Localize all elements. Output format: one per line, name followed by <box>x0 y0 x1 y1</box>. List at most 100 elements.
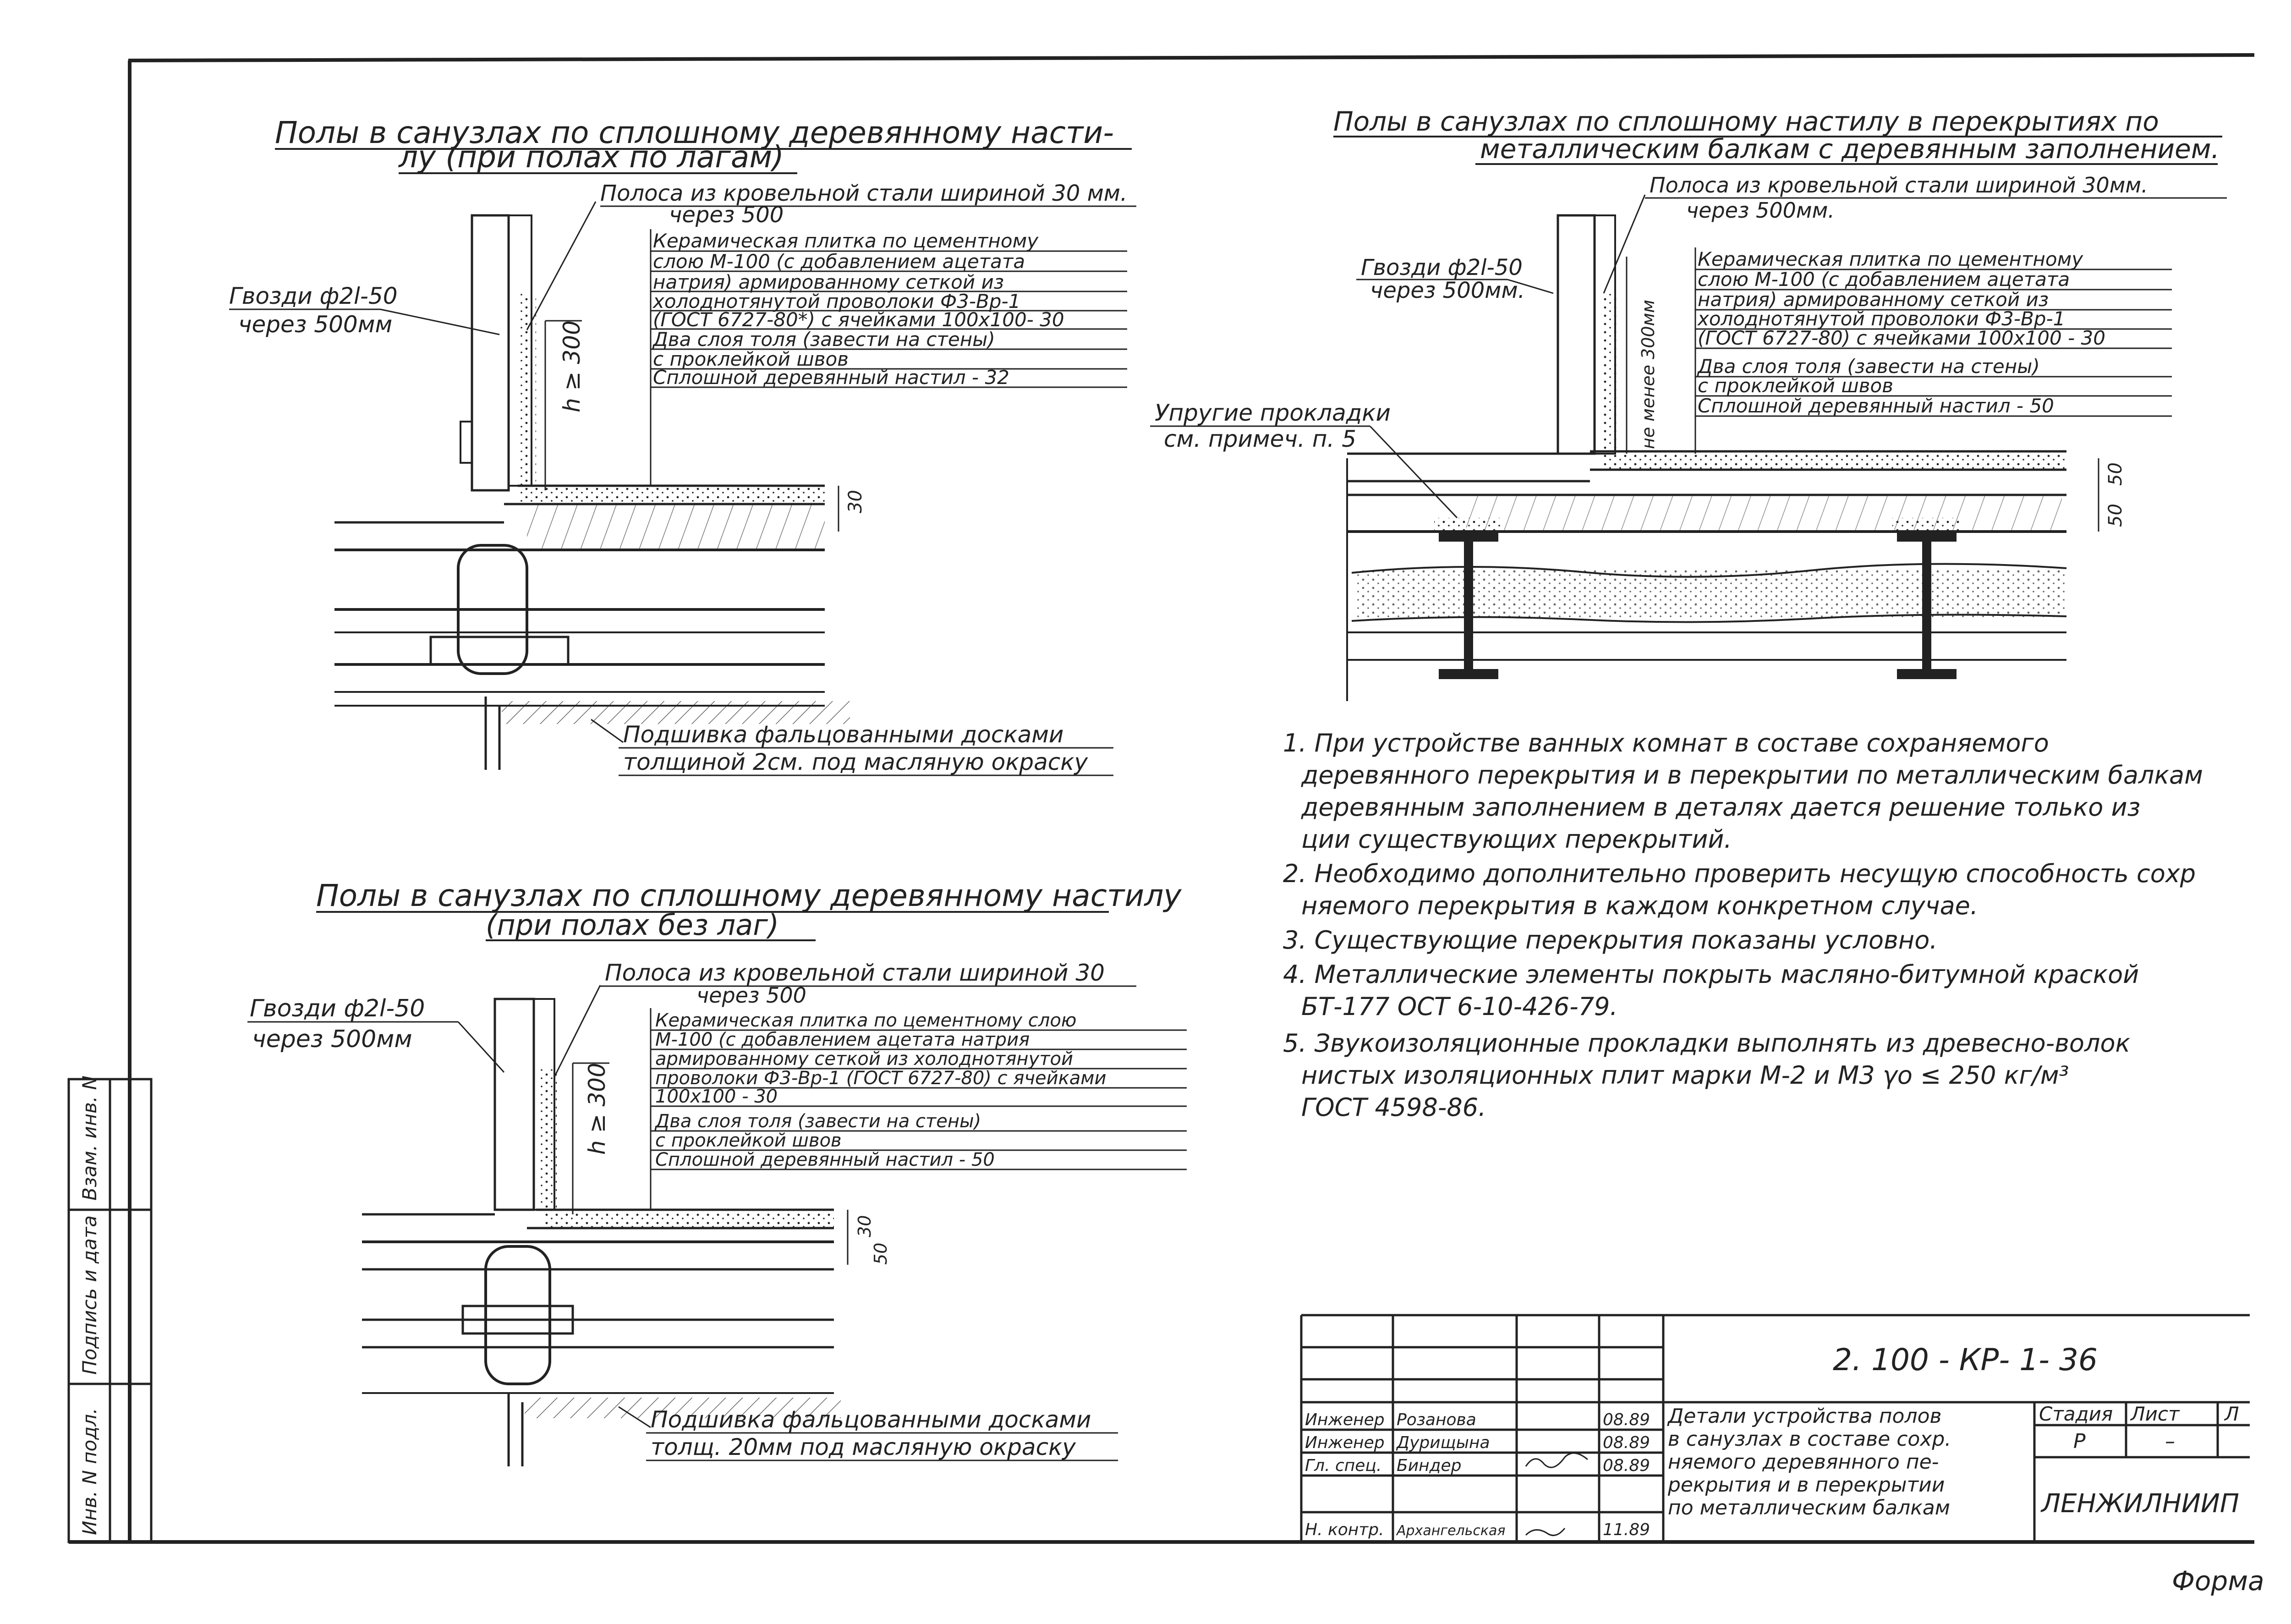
date: 11.89 <box>1603 1520 1650 1539</box>
name: Архангельская <box>1396 1523 1505 1539</box>
detail1-ceiling-1: Подшивка фальцованными досками <box>623 721 1063 748</box>
detail1-layer: Керамическая плитка по цементному <box>653 230 1039 252</box>
name: Биндер <box>1397 1456 1462 1475</box>
note-line: деревянным заполнением в деталях дается … <box>1301 793 2140 822</box>
role: Н. контр. <box>1305 1520 1384 1539</box>
detail2-layer: с проклейкой швов <box>1698 374 1893 397</box>
name: Розанова <box>1397 1410 1476 1429</box>
detail1-layer: Сплошной деревянный настил - 32 <box>653 366 1009 389</box>
detail1-dim-h: h ≥ 300 <box>559 320 585 412</box>
detail1-layer: Два слоя толя (завести на стены) <box>652 328 995 351</box>
detail2-layer: Сплошной деревянный настил - 50 <box>1698 395 2054 417</box>
detail2-title-line2: металлическим балкам с деревянным заполн… <box>1480 133 2220 165</box>
detail3-ceiling-2: толщ. 20мм под масляную окраску <box>651 1434 1076 1460</box>
detail1-dim-30: 30 <box>845 490 866 513</box>
detail1-title-line1: Полы в санузлах по сплошному деревянному… <box>275 115 1114 150</box>
drawing-title: Детали устройства полов в санузлах в сос… <box>1667 1405 1951 1520</box>
stamp-inv-orig: Инв. N подл. <box>78 1408 101 1536</box>
detail2-strip-note-1: Полоса из кровельной стали шириной 30мм. <box>1650 173 2148 198</box>
title-block: 2. 100 - КР- 1- 36 Стадия Лист Л Р – ЛЕН… <box>1300 1314 2264 1597</box>
col-stage: Стадия <box>2039 1403 2113 1425</box>
detail3-layer: с проклейкой швов <box>655 1130 842 1151</box>
detail1-layer: с проклейкой швов <box>653 348 849 370</box>
sheet-value: – <box>2165 1430 2175 1453</box>
role: Инженер <box>1305 1410 1385 1429</box>
detail2-nails-1: Гвозди ф2l-50 <box>1361 255 1523 280</box>
detail2-pads-2: см. примеч. п. 5 <box>1164 426 1356 452</box>
note-line: 1. При устройстве ванных комнат в состав… <box>1283 729 2049 757</box>
detail3-nails-1: Гвозди ф2l-50 <box>250 995 425 1022</box>
note-line: нистых изоляционных плит марки М-2 и М3 … <box>1301 1061 2069 1090</box>
note-line: деревянного перекрытия и в перекрытии по… <box>1301 761 2203 790</box>
note-line: ции существующих перекрытий. <box>1301 825 1732 854</box>
detail2-dim-50b: 50 <box>2105 504 2126 527</box>
drawing-title-line: Детали устройства полов <box>1667 1405 1941 1428</box>
organization: ЛЕНЖИЛНИИП <box>2040 1489 2239 1519</box>
stamp-sign-date: Подпись и дата <box>78 1215 101 1375</box>
detail1-strip-note-1: Полоса из кровельной стали шириной 30 мм… <box>600 181 1127 206</box>
stamp-inv-repl: Взам. инв. N <box>78 1075 101 1201</box>
detail3-layer: М-100 (с добавлением ацетата натрия <box>655 1029 1030 1050</box>
date: 08.89 <box>1603 1410 1650 1429</box>
note-line: няемого перекрытия в каждом конкретном с… <box>1301 891 1978 920</box>
detail3-title-line2: (при полах без лаг) <box>486 908 779 942</box>
detail2-dim-min: не менее 300мм <box>1638 300 1658 449</box>
signature-rows: Инженер Розанова 08.89 Инженер Дурищына … <box>1305 1410 1650 1539</box>
side-stamp: Инв. N подл. Подпись и дата Взам. инв. N <box>67 1075 153 1543</box>
signature-mark <box>1525 1528 1566 1536</box>
drawing-title-line: по металлическим балкам <box>1668 1496 1950 1520</box>
note-line: 4. Металлические элементы покрыть маслян… <box>1283 960 2139 989</box>
col-sheets: Л <box>2224 1403 2239 1425</box>
note-line: ГОСТ 4598-86. <box>1301 1093 1486 1122</box>
detail3-layer-callouts: Керамическая плитка по цементному слою М… <box>654 1010 1106 1170</box>
detail2-strip-note-2: через 500мм. <box>1686 198 1835 223</box>
drawing-title-line: в санузлах в составе сохр. <box>1668 1427 1951 1451</box>
detail-2: Полы в санузлах по сплошному настилу в п… <box>1150 106 2227 701</box>
detail2-layer: слою М-100 (с добавлением ацетата <box>1698 268 2070 291</box>
detail1-ceiling-2: толщиной 2см. под масляную окраску <box>623 749 1088 775</box>
detail3-layer: Два слоя толя (завести на стены) <box>654 1111 981 1132</box>
detail3-layer: 100х100 - 30 <box>655 1086 778 1107</box>
detail1-layer: слою М-100 (с добавлением ацетата <box>653 250 1025 273</box>
detail2-dim-50a: 50 <box>2105 462 2126 486</box>
detail1-title-line2: лу (при полах по лагам) <box>398 139 784 175</box>
sheet-border <box>69 53 2255 1544</box>
detail3-dim-50: 50 <box>871 1243 891 1265</box>
drawing-title-line: няемого деревянного пе- <box>1668 1450 1939 1474</box>
drawing-number: 2. 100 - КР- 1- 36 <box>1833 1342 2098 1377</box>
note-line: БТ-177 ОСТ 6-10-426-79. <box>1301 992 1618 1021</box>
detail-3: Полы в санузлах по сплошному деревянному… <box>247 878 1187 1466</box>
note-line: 2. Необходимо дополнительно проверить не… <box>1283 859 2196 888</box>
detail-1: Полы в санузлах по сплошному деревянному… <box>229 115 1136 776</box>
detail3-ceiling-1: Подшивка фальцованными досками <box>651 1406 1091 1433</box>
format-label: Форма <box>2172 1565 2264 1597</box>
detail2-pads-1: Упругие прокладки <box>1155 400 1391 426</box>
detail2-nails-2: через 500мм. <box>1370 278 1525 303</box>
detail1-layer: холоднотянутой проволоки Ф3-Вр-1 <box>652 290 1020 313</box>
detail3-layer: Сплошной деревянный настил - 50 <box>655 1149 995 1170</box>
detail3-strip-note-2: через 500 <box>696 983 806 1008</box>
date: 08.89 <box>1603 1433 1650 1452</box>
detail2-layer: Керамическая плитка по цементному <box>1698 248 2083 270</box>
detail2-layer: Два слоя толя (завести на стены) <box>1697 355 2040 378</box>
notes: 1. При устройстве ванных комнат в состав… <box>1283 729 2203 1122</box>
role: Инженер <box>1305 1433 1385 1452</box>
detail1-layer-callouts: Керамическая плитка по цементному слою М… <box>652 230 1064 389</box>
name: Дурищына <box>1396 1433 1490 1452</box>
role: Гл. спец. <box>1305 1456 1381 1475</box>
detail1-nails-2: через 500мм <box>238 311 392 338</box>
detail1-layer: натрия) армированному сеткой из <box>653 271 1004 293</box>
detail3-dim-30: 30 <box>855 1215 875 1237</box>
note-line: 5. Звукоизоляционные прокладки выполнять… <box>1283 1029 2131 1058</box>
detail1-strip-note-2: через 500 <box>669 202 784 228</box>
detail2-layer: (ГОСТ 6727-80) с ячейками 100х100 - 30 <box>1698 327 2105 349</box>
detail3-nails-2: через 500мм <box>252 1026 412 1053</box>
detail3-layer: Керамическая плитка по цементному слою <box>655 1010 1076 1031</box>
detail2-layer-callouts: Керамическая плитка по цементному слою М… <box>1697 248 2105 417</box>
drawing-title-line: рекрытия и в перекрытии <box>1667 1473 1945 1497</box>
detail3-strip-note-1: Полоса из кровельной стали шириной 30 <box>605 960 1105 986</box>
signature-mark <box>1525 1452 1588 1468</box>
detail3-layer: армированному сеткой из холоднотянутой <box>655 1048 1073 1070</box>
col-sheet: Лист <box>2130 1403 2180 1425</box>
